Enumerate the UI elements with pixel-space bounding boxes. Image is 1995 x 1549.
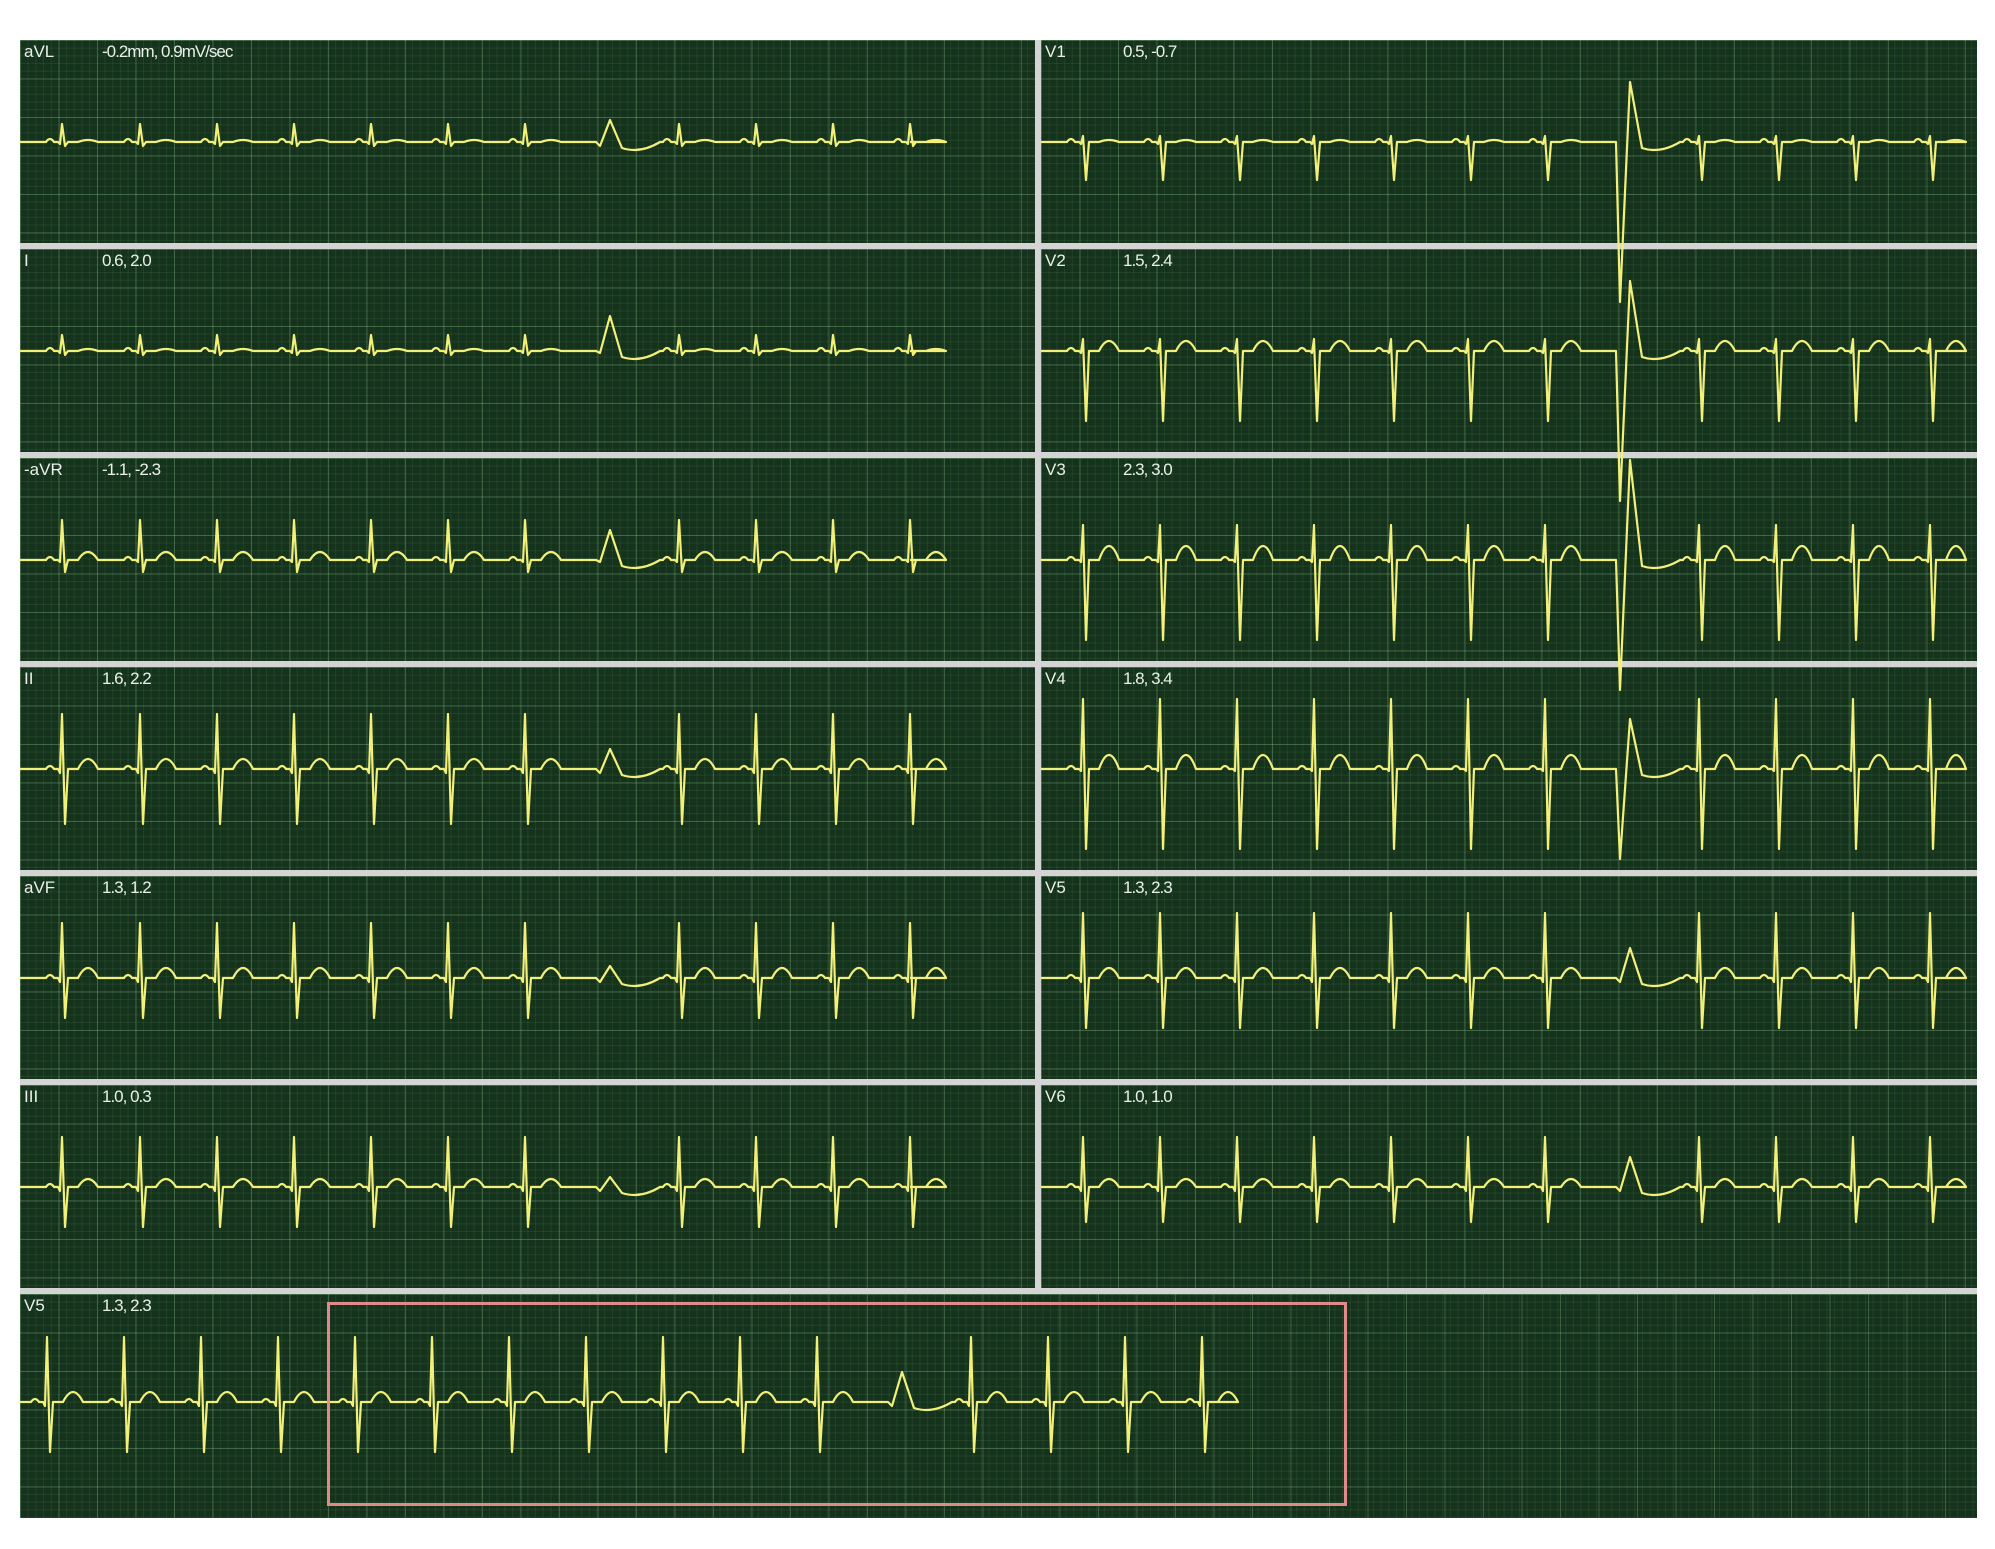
lead-panel-iii: III 1.0, 0.3 bbox=[20, 1085, 1035, 1288]
lead-panel-i: I 0.6, 2.0 bbox=[20, 249, 1035, 452]
lead-label: -aVR bbox=[24, 460, 63, 479]
lead-panel-avr: -aVR -1.1, -2.3 bbox=[20, 458, 1035, 661]
lead-panel-v1: V1 0.5, -0.7 bbox=[1041, 40, 1977, 243]
lead-values: 1.3, 2.3 bbox=[1123, 878, 1173, 897]
lead-values: 1.5, 2.4 bbox=[1123, 251, 1173, 270]
lead-values: 1.3, 2.3 bbox=[102, 1296, 152, 1315]
lead-panel-v2: V2 1.5, 2.4 bbox=[1041, 249, 1977, 452]
lead-panel-avl: aVL -0.2mm, 0.9mV/sec bbox=[20, 40, 1035, 243]
lead-label: V2 bbox=[1045, 251, 1066, 270]
lead-values: 1.0, 1.0 bbox=[1123, 1087, 1173, 1106]
lead-label: V3 bbox=[1045, 460, 1066, 479]
lead-values: 1.8, 3.4 bbox=[1123, 669, 1173, 688]
lead-label: I bbox=[24, 251, 29, 270]
lead-panel-v6: V6 1.0, 1.0 bbox=[1041, 1085, 1977, 1288]
lead-values: 1.0, 0.3 bbox=[102, 1087, 152, 1106]
lead-values: 0.6, 2.0 bbox=[102, 251, 152, 270]
lead-values: 0.5, -0.7 bbox=[1123, 42, 1177, 61]
lead-label: V4 bbox=[1045, 669, 1066, 688]
lead-panel-v4: V4 1.8, 3.4 bbox=[1041, 667, 1977, 870]
lead-values: 1.3, 1.2 bbox=[102, 878, 152, 897]
lead-values: 2.3, 3.0 bbox=[1123, 460, 1173, 479]
lead-panel-rhythm-v5: V5 1.3, 2.3 bbox=[20, 1294, 1977, 1518]
ecg-display: aVL -0.2mm, 0.9mV/sec I 0.6, 2.0 -aVR -1… bbox=[20, 40, 1977, 1518]
lead-panel-avf: aVF 1.3, 1.2 bbox=[20, 876, 1035, 1079]
lead-label: aVL bbox=[24, 42, 55, 61]
lead-label: V1 bbox=[1045, 42, 1066, 61]
lead-values: -0.2mm, 0.9mV/sec bbox=[102, 42, 233, 61]
lead-values: -1.1, -2.3 bbox=[102, 460, 161, 479]
lead-panel-v5: V5 1.3, 2.3 bbox=[1041, 876, 1977, 1079]
lead-label: V5 bbox=[24, 1296, 45, 1315]
lead-label: aVF bbox=[24, 878, 56, 897]
lead-label: V6 bbox=[1045, 1087, 1066, 1106]
lead-label: V5 bbox=[1045, 878, 1066, 897]
lead-label: III bbox=[24, 1087, 39, 1106]
lead-panel-ii: II 1.6, 2.2 bbox=[20, 667, 1035, 870]
lead-label: II bbox=[24, 669, 34, 688]
lead-panel-v3: V3 2.3, 3.0 bbox=[1041, 458, 1977, 661]
lead-values: 1.6, 2.2 bbox=[102, 669, 152, 688]
